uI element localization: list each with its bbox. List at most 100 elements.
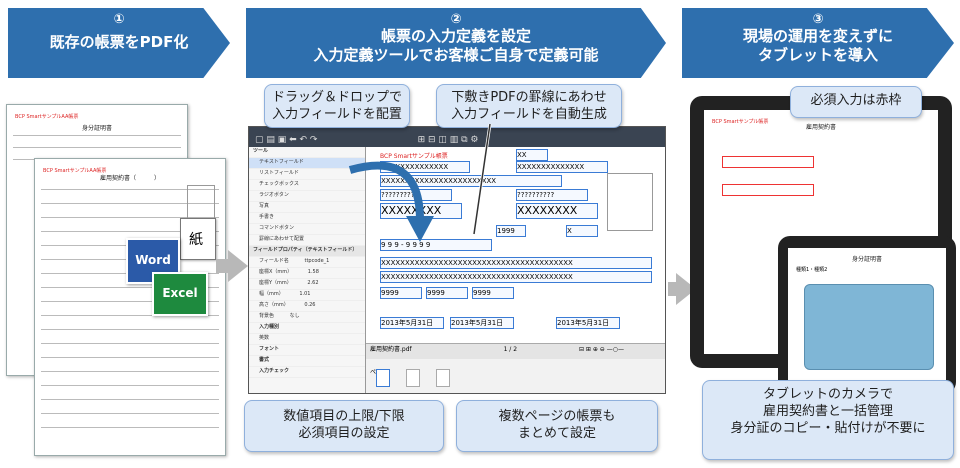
callout-camera-line1: タブレットのカメラで: [762, 387, 893, 402]
app-toolbar: ▢ ▤ ▣ ⬅ ↶ ↷ ⊞ ⊟ ◫ ▥ ⧉ ⚙: [249, 127, 665, 147]
tablet-front-screen: 身分証明書 種類1・種類2: [788, 248, 946, 384]
tablet-front-title: 身分証明書: [851, 256, 882, 263]
file-name: 雇用契約書.pdf: [370, 346, 412, 353]
excel-icon: Excel: [152, 272, 208, 316]
tablet-back-title: 雇用契約書: [805, 124, 836, 131]
prop-y-value[interactable]: 2.62: [307, 280, 319, 286]
section-input-check[interactable]: 入力チェック: [249, 367, 365, 378]
prop-name-label: フィールド名: [259, 258, 289, 264]
field-15[interactable]: 9999: [426, 287, 468, 299]
tool-text-field[interactable]: テキストフィールド: [249, 158, 365, 169]
callout-drag-drop: ドラッグ＆ドロップで 入力フィールドを配置: [264, 84, 410, 128]
tool-handwriting[interactable]: 手書き: [249, 213, 365, 224]
paper-file-icon: 紙: [180, 218, 216, 260]
section-font[interactable]: フォント: [249, 345, 365, 356]
prop-x-label: 座標X（mm）: [259, 269, 293, 275]
field-1[interactable]: XX: [516, 149, 548, 161]
field-11[interactable]: 9 9 9 - 9 9 9 9: [380, 239, 492, 251]
zoom-controls[interactable]: ⊟ ⊞ ⊕ ⊖ —○—: [578, 346, 624, 353]
doc-back-brand: BCP SmartサンプルAA帳票: [15, 114, 79, 120]
field-17[interactable]: 2013年5月31日: [380, 317, 444, 329]
callout-auto-generate: 下敷きPDFの罫線にあわせ 入力フィールドを自動生成: [436, 84, 622, 128]
down-arrow-icon: [472, 124, 492, 235]
prop-x-value[interactable]: 1.58: [307, 269, 319, 275]
tablet-front-label: 種類1・種類2: [796, 267, 828, 273]
thumb-3[interactable]: [436, 369, 450, 387]
step-2-banner: ② 帳票の入力定義を設定 入力定義ツールでお客様ご自身で定義可能: [246, 8, 666, 78]
step-1-banner: ① 既存の帳票をPDF化: [8, 8, 230, 78]
callout-drag-line1: ドラッグ＆ドロップで: [271, 90, 402, 105]
prop-h-value[interactable]: 0.26: [304, 302, 316, 308]
callout-camera-line2: 雇用契約書と一括管理: [762, 404, 893, 419]
field-6[interactable]: ??????????: [516, 189, 588, 201]
prop-h-label: 高さ（mm）: [259, 302, 289, 308]
tool-checkbox[interactable]: チェックボックス: [249, 180, 365, 191]
tablet-back-brand: BCP Smartサンプル帳票: [712, 119, 769, 125]
field-9[interactable]: 1999: [496, 225, 526, 237]
toolbar-icons[interactable]: ▢ ▤ ▣ ⬅ ↶ ↷ ⊞ ⊟ ◫ ▥ ⧉ ⚙: [255, 135, 479, 145]
tool-radio[interactable]: ラジオボタン: [249, 191, 365, 202]
step-2-subtitle: 入力定義ツールでお客様ご自身で定義可能: [313, 46, 599, 64]
field-3[interactable]: XXXXXXXXXXXXXX: [516, 161, 608, 173]
paper-label: 紙: [189, 232, 203, 248]
step-1-number: ①: [113, 12, 125, 27]
tool-photo[interactable]: 写真: [249, 202, 365, 213]
tablet-front: 身分証明書 種類1・種類2: [778, 236, 956, 394]
tool-header: ツール: [249, 147, 365, 158]
callout-camera: タブレットのカメラで 雇用契約書と一括管理 身分証のコピー・貼付けが不要に: [702, 380, 954, 460]
doc-front-title: 雇用契約書（ ）: [99, 175, 160, 182]
section-input-type[interactable]: 入力種別: [249, 323, 365, 334]
callout-limits: 数値項目の上限/下限 必須項目の設定: [244, 400, 444, 452]
required-field-box[interactable]: [722, 156, 814, 168]
field-12[interactable]: XXXXXXXXXXXXXXXXXXXXXXXXXXXXXXXXXXXXXXXX: [380, 257, 652, 269]
field-19[interactable]: 2013年5月31日: [556, 317, 620, 329]
form-definition-tool-window: ▢ ▤ ▣ ⬅ ↶ ↷ ⊞ ⊟ ◫ ▥ ⧉ ⚙ ツール テキストフィールド リス…: [248, 126, 666, 394]
field-13[interactable]: XXXXXXXXXXXXXXXXXXXXXXXXXXXXXXXXXXXXXXXX: [380, 271, 652, 283]
callout-limits-line1: 数値項目の上限/下限: [283, 409, 405, 424]
prop-name-value[interactable]: ttpcode_1: [304, 258, 330, 264]
arrow-1-head: [228, 250, 248, 282]
callout-camera-line3: 身分証のコピー・貼付けが不要に: [730, 421, 926, 436]
prop-bg-label: 背景色: [259, 313, 275, 319]
callout-limits-line2: 必須項目の設定: [298, 426, 390, 441]
thumb-1[interactable]: [376, 369, 390, 387]
prop-w-label: 幅（mm）: [259, 291, 284, 297]
field-18[interactable]: 2013年5月31日: [450, 317, 514, 329]
step-3-banner: ③ 現場の運用を変えずに タブレットを導入: [682, 8, 954, 78]
step-3-title: 現場の運用を変えずに: [742, 27, 893, 45]
field-14[interactable]: 9999: [380, 287, 422, 299]
doc-back-title: 身分証明書: [81, 125, 112, 132]
arrow-2-shaft: [668, 282, 678, 296]
callout-multi-line1: 複数ページの帳票も: [498, 409, 616, 424]
thumb-2[interactable]: [406, 369, 420, 387]
required-field-box-2[interactable]: [722, 184, 814, 196]
step-1-title: 既存の帳票をPDF化: [49, 33, 189, 51]
callout-required: 必須入力は赤枠: [790, 86, 922, 118]
photo-box: [187, 185, 215, 219]
tool-command-button[interactable]: コマンドボタン: [249, 224, 365, 235]
tool-panel: ツール テキストフィールド リストフィールド チェックボックス ラジオボタン 写…: [249, 147, 366, 393]
input-type-value[interactable]: 英数: [249, 334, 365, 345]
step-2-title: 帳票の入力定義を設定: [380, 27, 531, 45]
snap-checkbox[interactable]: 罫線にあわせて配置: [249, 235, 365, 246]
field-4[interactable]: XXXXXXXXXXXXXXXXXXXXXXXX: [380, 175, 562, 187]
step-3-subtitle: タブレットを導入: [757, 46, 878, 64]
step-3-number: ③: [812, 12, 824, 27]
section-format[interactable]: 書式: [249, 356, 365, 367]
prop-w-value[interactable]: 1.01: [299, 291, 311, 297]
callout-multi-line2: まとめて設定: [517, 426, 596, 441]
prop-y-label: 座標Y（mm）: [259, 280, 292, 286]
prop-bg-value[interactable]: なし: [289, 313, 300, 319]
page-count: 1 / 2: [503, 346, 518, 353]
id-card-photo: [804, 284, 934, 370]
step-2-number: ②: [450, 12, 462, 27]
callout-drag-line2: 入力フィールドを配置: [272, 107, 402, 122]
excel-label: Excel: [162, 286, 198, 300]
tool-list-field[interactable]: リストフィールド: [249, 169, 365, 180]
field-16[interactable]: 9999: [472, 287, 514, 299]
callout-auto-line1: 下敷きPDFの罫線にあわせ: [451, 90, 607, 105]
doc-front-brand: BCP SmartサンプルAA帳票: [43, 168, 107, 174]
callout-multipage: 複数ページの帳票も まとめて設定: [456, 400, 658, 452]
field-10[interactable]: X: [566, 225, 598, 237]
field-8[interactable]: XXXXXXXX: [516, 203, 598, 219]
